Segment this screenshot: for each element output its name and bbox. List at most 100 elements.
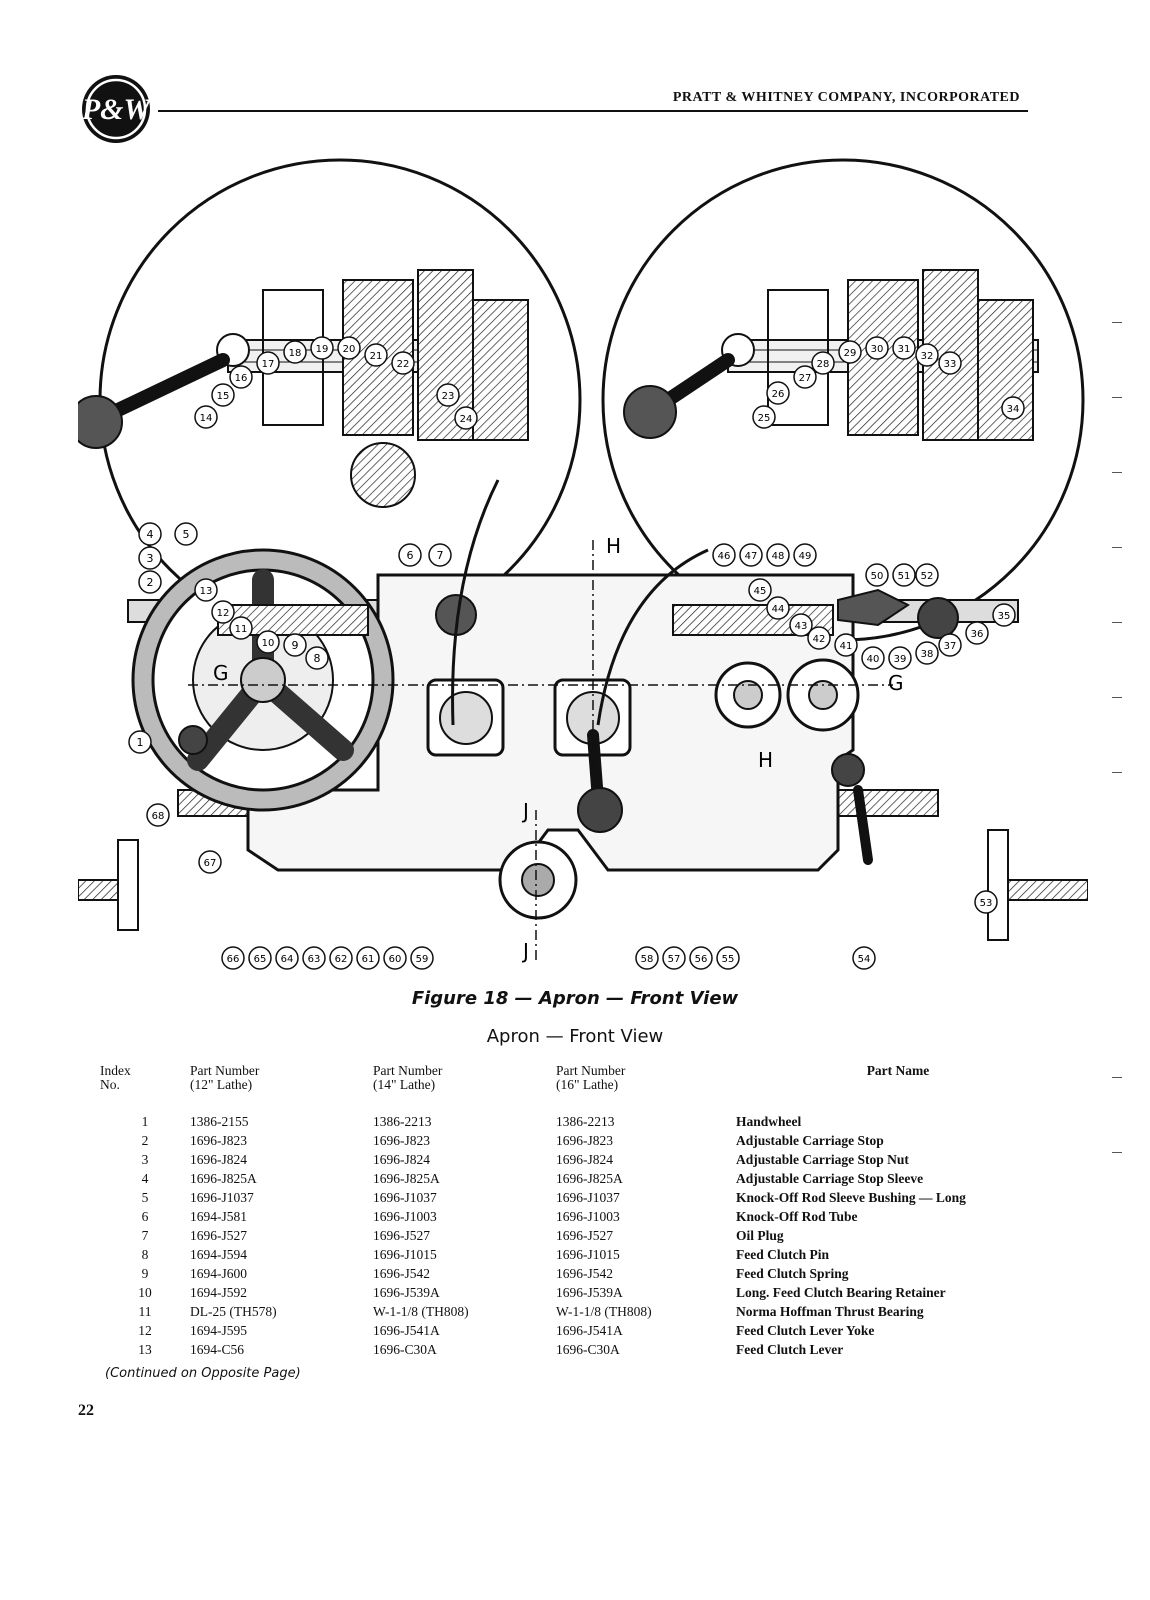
svg-text:22: 22 <box>397 359 410 370</box>
callout-68: 68 <box>146 803 170 827</box>
cell-index: 4 <box>141 1171 149 1186</box>
callout-9: 9 <box>283 633 307 657</box>
svg-text:27: 27 <box>799 373 812 384</box>
callout-27: 27 <box>793 365 817 389</box>
cell-pn16: W-1-1/8 (TH808) <box>556 1304 652 1319</box>
cell-index: 11 <box>138 1304 152 1319</box>
cell-pn12: 1696-J527 <box>190 1228 247 1243</box>
continued-note: (Continued on Opposite Page) <box>105 1366 301 1381</box>
callout-31: 31 <box>892 336 916 360</box>
callout-59: 59 <box>410 946 434 970</box>
cell-pn14: 1696-J541A <box>373 1323 440 1338</box>
svg-text:35: 35 <box>998 611 1011 622</box>
table-title: Apron — Front View <box>486 1026 664 1047</box>
margin-tick <box>1112 547 1122 548</box>
cell-pn12: 1694-J581 <box>190 1209 247 1224</box>
cell-pn16: 1696-J1003 <box>556 1209 620 1224</box>
callout-34: 34 <box>1001 396 1025 420</box>
header-pn12: Part Number (12" Lathe) <box>190 1064 373 1112</box>
svg-text:4: 4 <box>147 528 154 541</box>
cell-index: 5 <box>141 1190 149 1205</box>
cell-pn14: W-1-1/8 (TH808) <box>373 1304 469 1319</box>
svg-text:66: 66 <box>227 954 240 965</box>
callout-14: 14 <box>194 405 218 429</box>
svg-text:55: 55 <box>722 954 735 965</box>
cell-pn12: 1694-J592 <box>190 1285 247 1300</box>
cell-pn12: 1694-J595 <box>190 1323 247 1338</box>
header-pn12-line1: Part Number <box>190 1063 260 1078</box>
margin-tick <box>1112 1077 1122 1078</box>
svg-text:30: 30 <box>871 344 884 355</box>
header-pn14-line2: (14" Lathe) <box>373 1077 436 1092</box>
callout-25: 25 <box>752 405 776 429</box>
callout-63: 63 <box>302 946 326 970</box>
svg-text:47: 47 <box>745 551 758 562</box>
cell-index: 3 <box>141 1152 149 1167</box>
callout-4: 4 <box>138 522 162 546</box>
svg-text:48: 48 <box>772 551 785 562</box>
svg-text:2: 2 <box>147 576 154 589</box>
callout-11: 11 <box>229 616 253 640</box>
svg-text:31: 31 <box>898 344 911 355</box>
callout-39: 39 <box>888 646 912 670</box>
header-index-line1: Index <box>100 1063 131 1078</box>
header-pn12-line2: (12" Lathe) <box>190 1077 253 1092</box>
cell-pn12: 1696-J823 <box>190 1133 247 1148</box>
callout-23: 23 <box>436 383 460 407</box>
svg-text:43: 43 <box>795 621 808 632</box>
svg-text:6: 6 <box>407 549 414 562</box>
cell-pn16: 1696-J527 <box>556 1228 613 1243</box>
header-pn14: Part Number (14" Lathe) <box>373 1064 556 1112</box>
cell-part-name: Long. Feed Clutch Bearing Retainer <box>736 1285 946 1300</box>
cell-pn12: 1696-J825A <box>190 1171 257 1186</box>
parts-table: Index No. Part Number (12" Lathe) Part N… <box>100 1064 1060 1359</box>
cell-part-name: Norma Hoffman Thrust Bearing <box>736 1304 924 1319</box>
section-label-j: J <box>521 939 529 963</box>
svg-text:23: 23 <box>442 391 455 402</box>
cell-part-name: Adjustable Carriage Stop Sleeve <box>736 1171 924 1186</box>
svg-text:34: 34 <box>1007 404 1020 415</box>
section-label-g: G <box>213 661 229 685</box>
callout-5: 5 <box>174 522 198 546</box>
callout-67: 67 <box>198 850 222 874</box>
svg-text:68: 68 <box>152 811 165 822</box>
callout-42: 42 <box>807 626 831 650</box>
cell-part-name: Oil Plug <box>736 1228 784 1243</box>
svg-text:24: 24 <box>460 414 473 425</box>
svg-text:5: 5 <box>183 528 190 541</box>
callout-46: 46 <box>712 543 736 567</box>
svg-text:65: 65 <box>254 954 267 965</box>
callout-32: 32 <box>915 343 939 367</box>
callout-36: 36 <box>965 621 989 645</box>
header-pn16-line2: (16" Lathe) <box>556 1077 619 1092</box>
logo-monogram: P&W <box>81 93 152 126</box>
section-label-j: J <box>521 799 529 823</box>
svg-text:29: 29 <box>844 348 857 359</box>
cell-index: 2 <box>141 1133 149 1148</box>
callout-62: 62 <box>329 946 353 970</box>
cell-index: 12 <box>138 1323 152 1338</box>
callout-53: 53 <box>974 890 998 914</box>
svg-text:16: 16 <box>235 373 248 384</box>
svg-text:33: 33 <box>944 359 957 370</box>
cell-part-name: Handwheel <box>736 1114 802 1129</box>
svg-text:58: 58 <box>641 954 654 965</box>
callout-37: 37 <box>938 633 962 657</box>
callout-3: 3 <box>138 546 162 570</box>
margin-tick <box>1112 472 1122 473</box>
cell-pn16: 1696-J1015 <box>556 1247 620 1262</box>
callout-43: 43 <box>789 613 813 637</box>
callout-50: 50 <box>865 563 889 587</box>
cell-pn14: 1696-J542 <box>373 1266 430 1281</box>
callout-41: 41 <box>834 633 858 657</box>
callout-29: 29 <box>838 340 862 364</box>
svg-text:41: 41 <box>840 641 853 652</box>
margin-tick <box>1112 322 1122 323</box>
callout-66: 66 <box>221 946 245 970</box>
